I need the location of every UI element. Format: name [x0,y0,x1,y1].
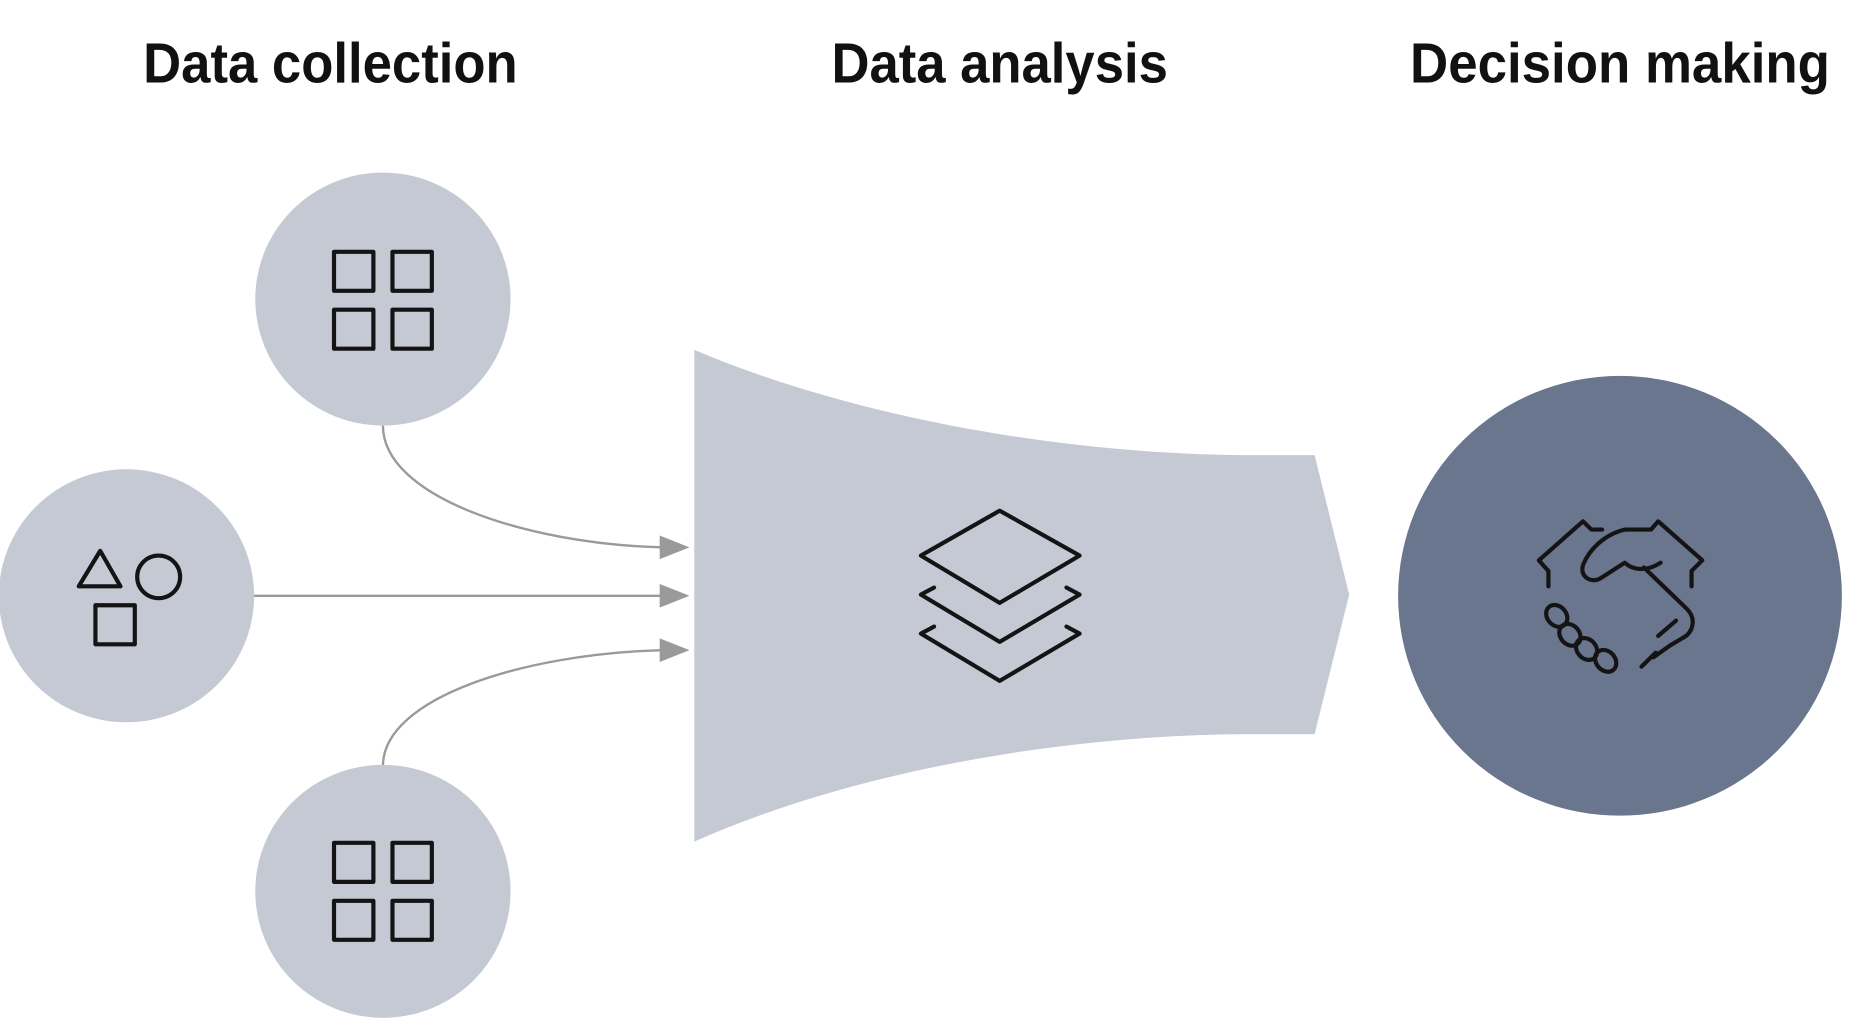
handshake-icon [1536,519,1705,674]
connector-bottom [381,648,663,767]
connectors [252,425,690,767]
heading-data-collection: Data collection [143,32,518,96]
source-node-bottom [255,764,511,1018]
source-node-middle [0,469,255,723]
heading-decision-making: Decision making [1410,32,1830,96]
analysis-funnel [694,349,1350,842]
heading-data-analysis: Data analysis [831,32,1167,96]
arrowhead-top [659,535,690,560]
layers-icon [918,508,1082,683]
connector-top [381,425,663,549]
grid-four-squares-icon [331,249,434,351]
arrowhead-middle [659,583,690,608]
grid-four-squares-icon [331,840,434,942]
source-node-top [255,172,511,426]
shapes-icon [76,548,183,647]
arrowhead-bottom [659,638,690,662]
decision-node [1398,375,1842,816]
